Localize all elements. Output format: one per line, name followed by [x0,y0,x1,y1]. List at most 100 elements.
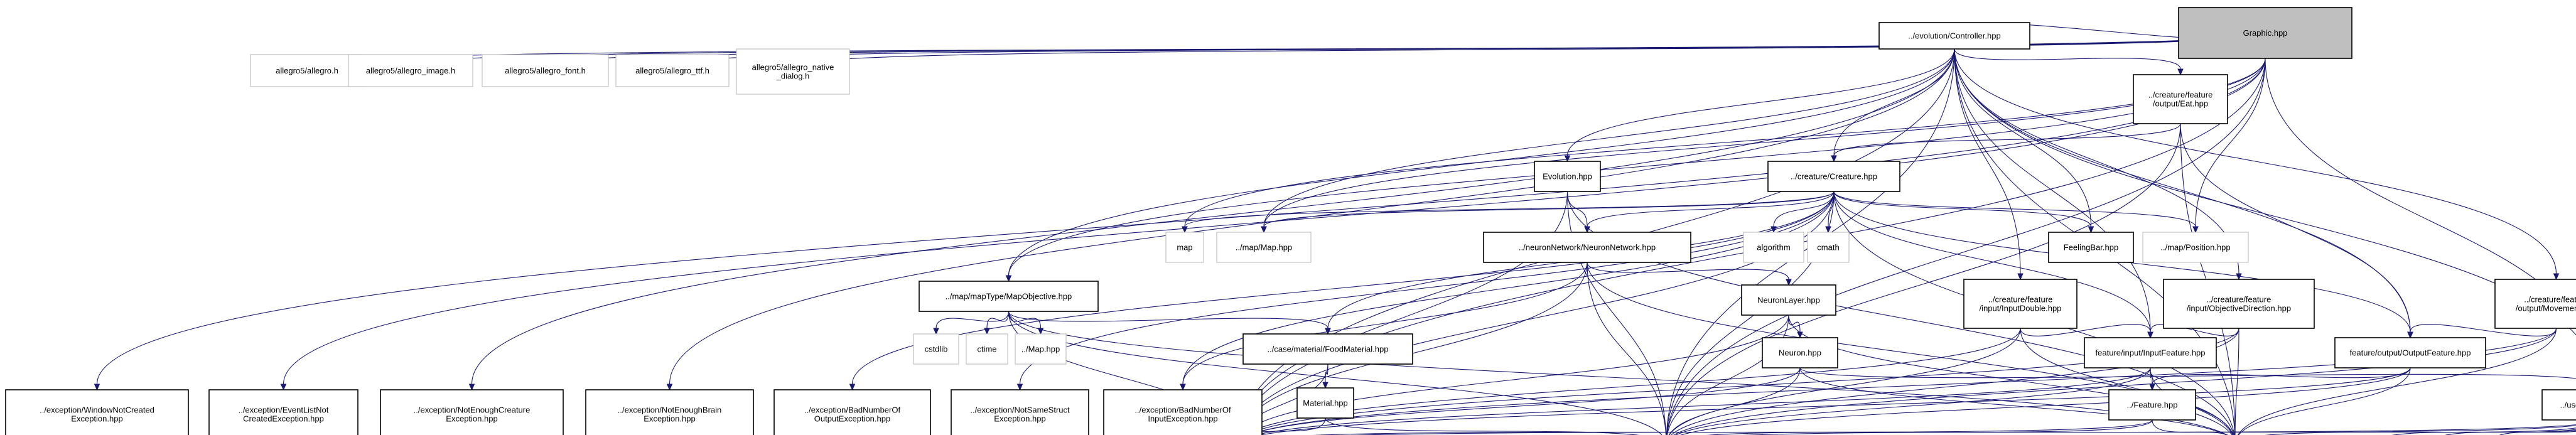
node-label: allegro5/allegro_ttf.h [635,66,709,75]
node-objdirection[interactable]: ../creature/feature/input/ObjectiveDirec… [2163,279,2315,329]
node-inputdouble[interactable]: ../creature/feature/input/InputDouble.hp… [1963,279,2078,329]
edge-line [1669,328,2021,435]
node-box [585,389,754,435]
node-eat[interactable]: ../creature/feature/output/Eat.hpp [2133,74,2228,124]
node-controller[interactable]: ../evolution/Controller.hpp [1878,22,2030,50]
node-usefull[interactable]: ../usefull/Usefull.hpp [2541,389,2576,421]
edge-neuronnetwork-to-iostream [1587,262,1666,435]
edge-line [1954,48,2181,70]
node-position: ../map/Position.hpp [2142,232,2249,263]
node-label: ../exception/EventListNot [239,405,329,415]
edge-controller-to-evolution [1564,48,1955,163]
edge-line [1237,191,1568,435]
node-ex_eventlist[interactable]: ../exception/EventListNotCreatedExceptio… [208,389,358,435]
node-box [1534,161,1601,192]
edge-controller-to-mapobjective [1005,48,1955,282]
node-box [1242,333,1413,365]
arrowhead-icon [984,328,990,335]
node-label: Exception.hpp [71,414,122,424]
node-box [5,389,189,435]
arrowhead-icon [933,328,939,335]
edge-line [1182,191,1835,385]
node-mapobjective[interactable]: ../map/mapType/MapObjective.hpp [919,281,1099,312]
edge-line [1954,48,2151,333]
node-neuron[interactable]: Neuron.hpp [1762,337,1838,368]
arrowhead-icon [1182,226,1188,234]
node-label: _dialog.h [776,72,810,81]
edge-line [2445,429,2576,435]
arrowhead-icon [94,384,100,391]
edge-line [2265,427,2576,435]
arrowhead-icon [1322,382,1328,389]
node-label: ../case/material/FoodMaterial.hpp [1268,345,1389,354]
edge-usefull-to-sstream [2499,431,2576,435]
edge-neuronnetwork-to-ex_badinput [1180,262,1588,391]
edge-mapobjective-to-ctime [984,311,1010,335]
edge-line [2180,123,2411,333]
node-ex_badinput[interactable]: ../exception/BadNumberOfInputException.h… [1103,389,1263,435]
edge-graphic-to-allegro_native [790,33,2266,73]
node-label: Exception.hpp [994,414,1045,424]
node-allegro_ttf: allegro5/allegro_ttf.h [615,54,730,87]
edge-inputfeature-to-string [1254,367,2151,435]
edge-line [1019,191,1835,385]
node-outputfeature[interactable]: feature/output/OutputFeature.hpp [2334,337,2486,368]
node-label: ../creature/Creature.hpp [1791,172,1877,181]
edge-mapobjective-to-foodmaterial [1008,311,1331,335]
edge-line [2410,324,2557,336]
node-box [1807,232,1850,263]
edge-line [1312,419,2153,435]
node-movement[interactable]: ../creature/feature/output/Movement.hpp [2494,279,2576,329]
arrowhead-icon [666,384,673,391]
node-inputfeature[interactable]: feature/input/InputFeature.hpp [2084,337,2217,368]
node-label: ../evolution/Controller.hpp [1908,31,2000,41]
node-allegro_image: allegro5/allegro_image.h [348,54,473,87]
node-evolution[interactable]: Evolution.hpp [1534,161,1601,192]
edge-evolution-to-string [1237,191,1568,435]
edge-line [1742,425,2576,435]
node-label: Graphic.hpp [2243,28,2288,38]
edge-line [1954,48,2557,274]
edge-inputdouble-to-string [1243,328,2021,435]
node-label: ../exception/NotEnoughCreature [414,405,531,415]
node-neuronnetwork[interactable]: ../neuronNetwork/NeuronNetwork.hpp [1483,232,1691,263]
node-ex_badoutput[interactable]: ../exception/BadNumberOfOutputException.… [773,389,931,435]
node-box [2084,337,2217,368]
edge-line [1673,328,2557,435]
edge-creature-to-position [1833,191,2199,234]
node-feature[interactable]: ../Feature.hpp [2108,389,2196,421]
edge-line [1669,367,1801,435]
edge-line [1325,417,1640,435]
edge-line [1954,48,2239,274]
node-ex_window[interactable]: ../exception/WindowNotCreatedException.h… [5,389,189,435]
node-box [2142,232,2249,263]
node-label: allegro5/allegro.h [276,66,338,75]
edge-graphic-to-map [1182,58,2266,234]
edge-movement-to-iostream [1673,328,2557,435]
edge-line [1679,367,2411,435]
edge-line [1666,58,2266,435]
node-label: /input/ObjectiveDirection.hpp [2187,304,2291,313]
edge-line [1254,367,2151,435]
edge-line [1243,328,2021,435]
arrowhead-icon [1831,155,1837,163]
node-feelingbar[interactable]: FeelingBar.hpp [2048,232,2134,263]
node-box [1165,232,1204,263]
node-material[interactable]: Material.hpp [1296,387,1354,419]
edge-line [2020,324,2151,336]
edge-neuron-to-vector [1799,367,2227,435]
node-box [482,54,609,87]
edge-line [1587,262,2233,435]
edge-line [96,58,2266,385]
node-label: ../exception/BadNumberOf [1134,405,1231,415]
node-foodmaterial[interactable]: ../case/material/FoodMaterial.hpp [1242,333,1413,365]
arrowhead-icon [1564,155,1571,163]
node-ex_creature[interactable]: ../exception/NotEnoughCreatureException.… [380,389,564,435]
edge-line [1263,191,1835,227]
node-algorithm: algorithm [1743,232,1804,263]
node-neuronlayer[interactable]: NeuronLayer.hpp [1741,284,1836,316]
node-creature[interactable]: ../creature/Creature.hpp [1767,161,1900,192]
